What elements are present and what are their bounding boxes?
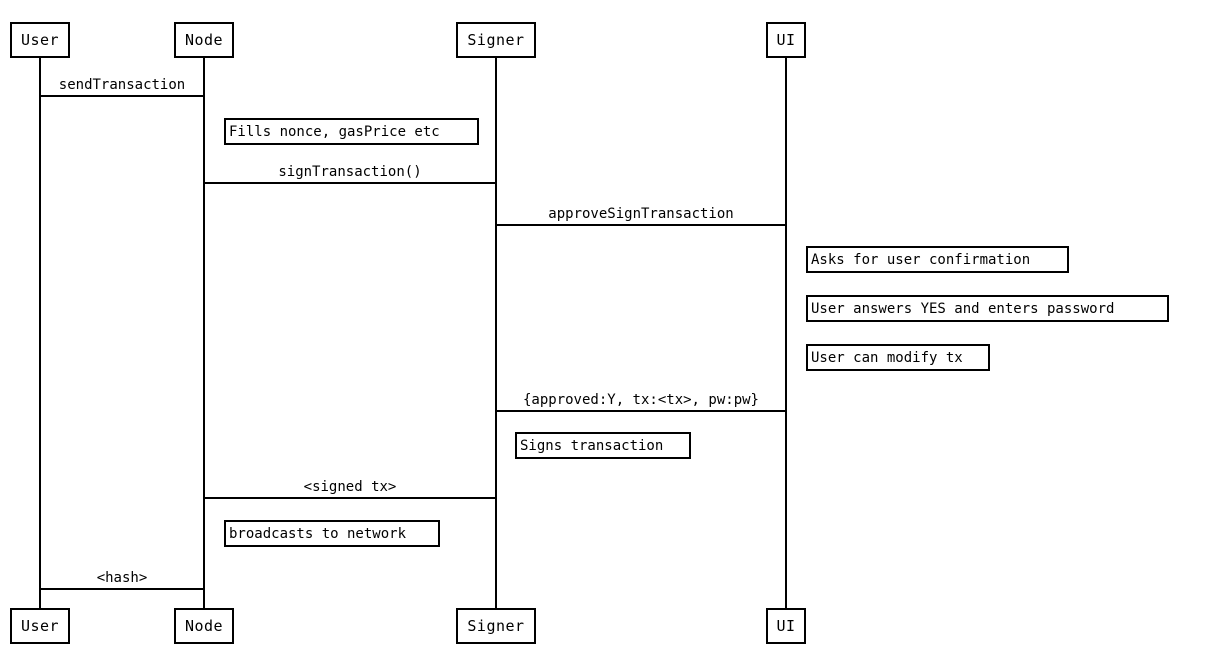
note-n1: Fills nonce, gasPrice etc bbox=[224, 118, 479, 145]
participant-label: UI bbox=[776, 30, 796, 49]
participant-node-bottom[interactable]: Node bbox=[174, 608, 234, 644]
message-line-m3[interactable] bbox=[496, 224, 786, 226]
participant-signer-top[interactable]: Signer bbox=[456, 22, 536, 58]
message-line-m2[interactable] bbox=[204, 182, 496, 184]
message-label-m4: {approved:Y, tx:<tx>, pw:pw} bbox=[522, 392, 759, 408]
lifeline-ui bbox=[785, 58, 787, 608]
participant-ui-top[interactable]: UI bbox=[766, 22, 806, 58]
message-label-m1: sendTransaction bbox=[58, 77, 186, 93]
participant-label: Signer bbox=[467, 616, 525, 635]
message-line-m6[interactable] bbox=[40, 588, 204, 590]
note-n5: Signs transaction bbox=[515, 432, 691, 459]
note-label: broadcasts to network bbox=[229, 525, 407, 542]
participant-user-top[interactable]: User bbox=[10, 22, 70, 58]
participant-label: Node bbox=[184, 616, 224, 635]
participant-node-top[interactable]: Node bbox=[174, 22, 234, 58]
participant-signer-bottom[interactable]: Signer bbox=[456, 608, 536, 644]
participant-user-bottom[interactable]: User bbox=[10, 608, 70, 644]
note-label: User answers YES and enters password bbox=[811, 300, 1115, 317]
note-n6: broadcasts to network bbox=[224, 520, 440, 547]
note-n2: Asks for user confirmation bbox=[806, 246, 1069, 273]
message-line-m5[interactable] bbox=[204, 497, 496, 499]
message-label-m3: approveSignTransaction bbox=[548, 206, 734, 222]
participant-label: UI bbox=[776, 616, 796, 635]
note-n4: User can modify tx bbox=[806, 344, 990, 371]
participant-label: Signer bbox=[467, 30, 525, 49]
note-label: User can modify tx bbox=[811, 349, 963, 366]
message-label-m5: <signed tx> bbox=[303, 479, 397, 495]
message-label-m6: <hash> bbox=[96, 570, 148, 586]
participant-ui-bottom[interactable]: UI bbox=[766, 608, 806, 644]
message-line-m4[interactable] bbox=[496, 410, 786, 412]
note-n3: User answers YES and enters password bbox=[806, 295, 1169, 322]
lifeline-user bbox=[39, 58, 41, 608]
lifeline-signer bbox=[495, 58, 497, 608]
message-label-m2: signTransaction() bbox=[278, 164, 422, 180]
message-line-m1[interactable] bbox=[40, 95, 204, 97]
participant-label: User bbox=[20, 30, 60, 49]
participant-label: User bbox=[20, 616, 60, 635]
participant-label: Node bbox=[184, 30, 224, 49]
note-label: Asks for user confirmation bbox=[811, 251, 1031, 268]
note-label: Fills nonce, gasPrice etc bbox=[229, 123, 440, 140]
note-label: Signs transaction bbox=[520, 437, 664, 454]
lifeline-node bbox=[203, 58, 205, 608]
